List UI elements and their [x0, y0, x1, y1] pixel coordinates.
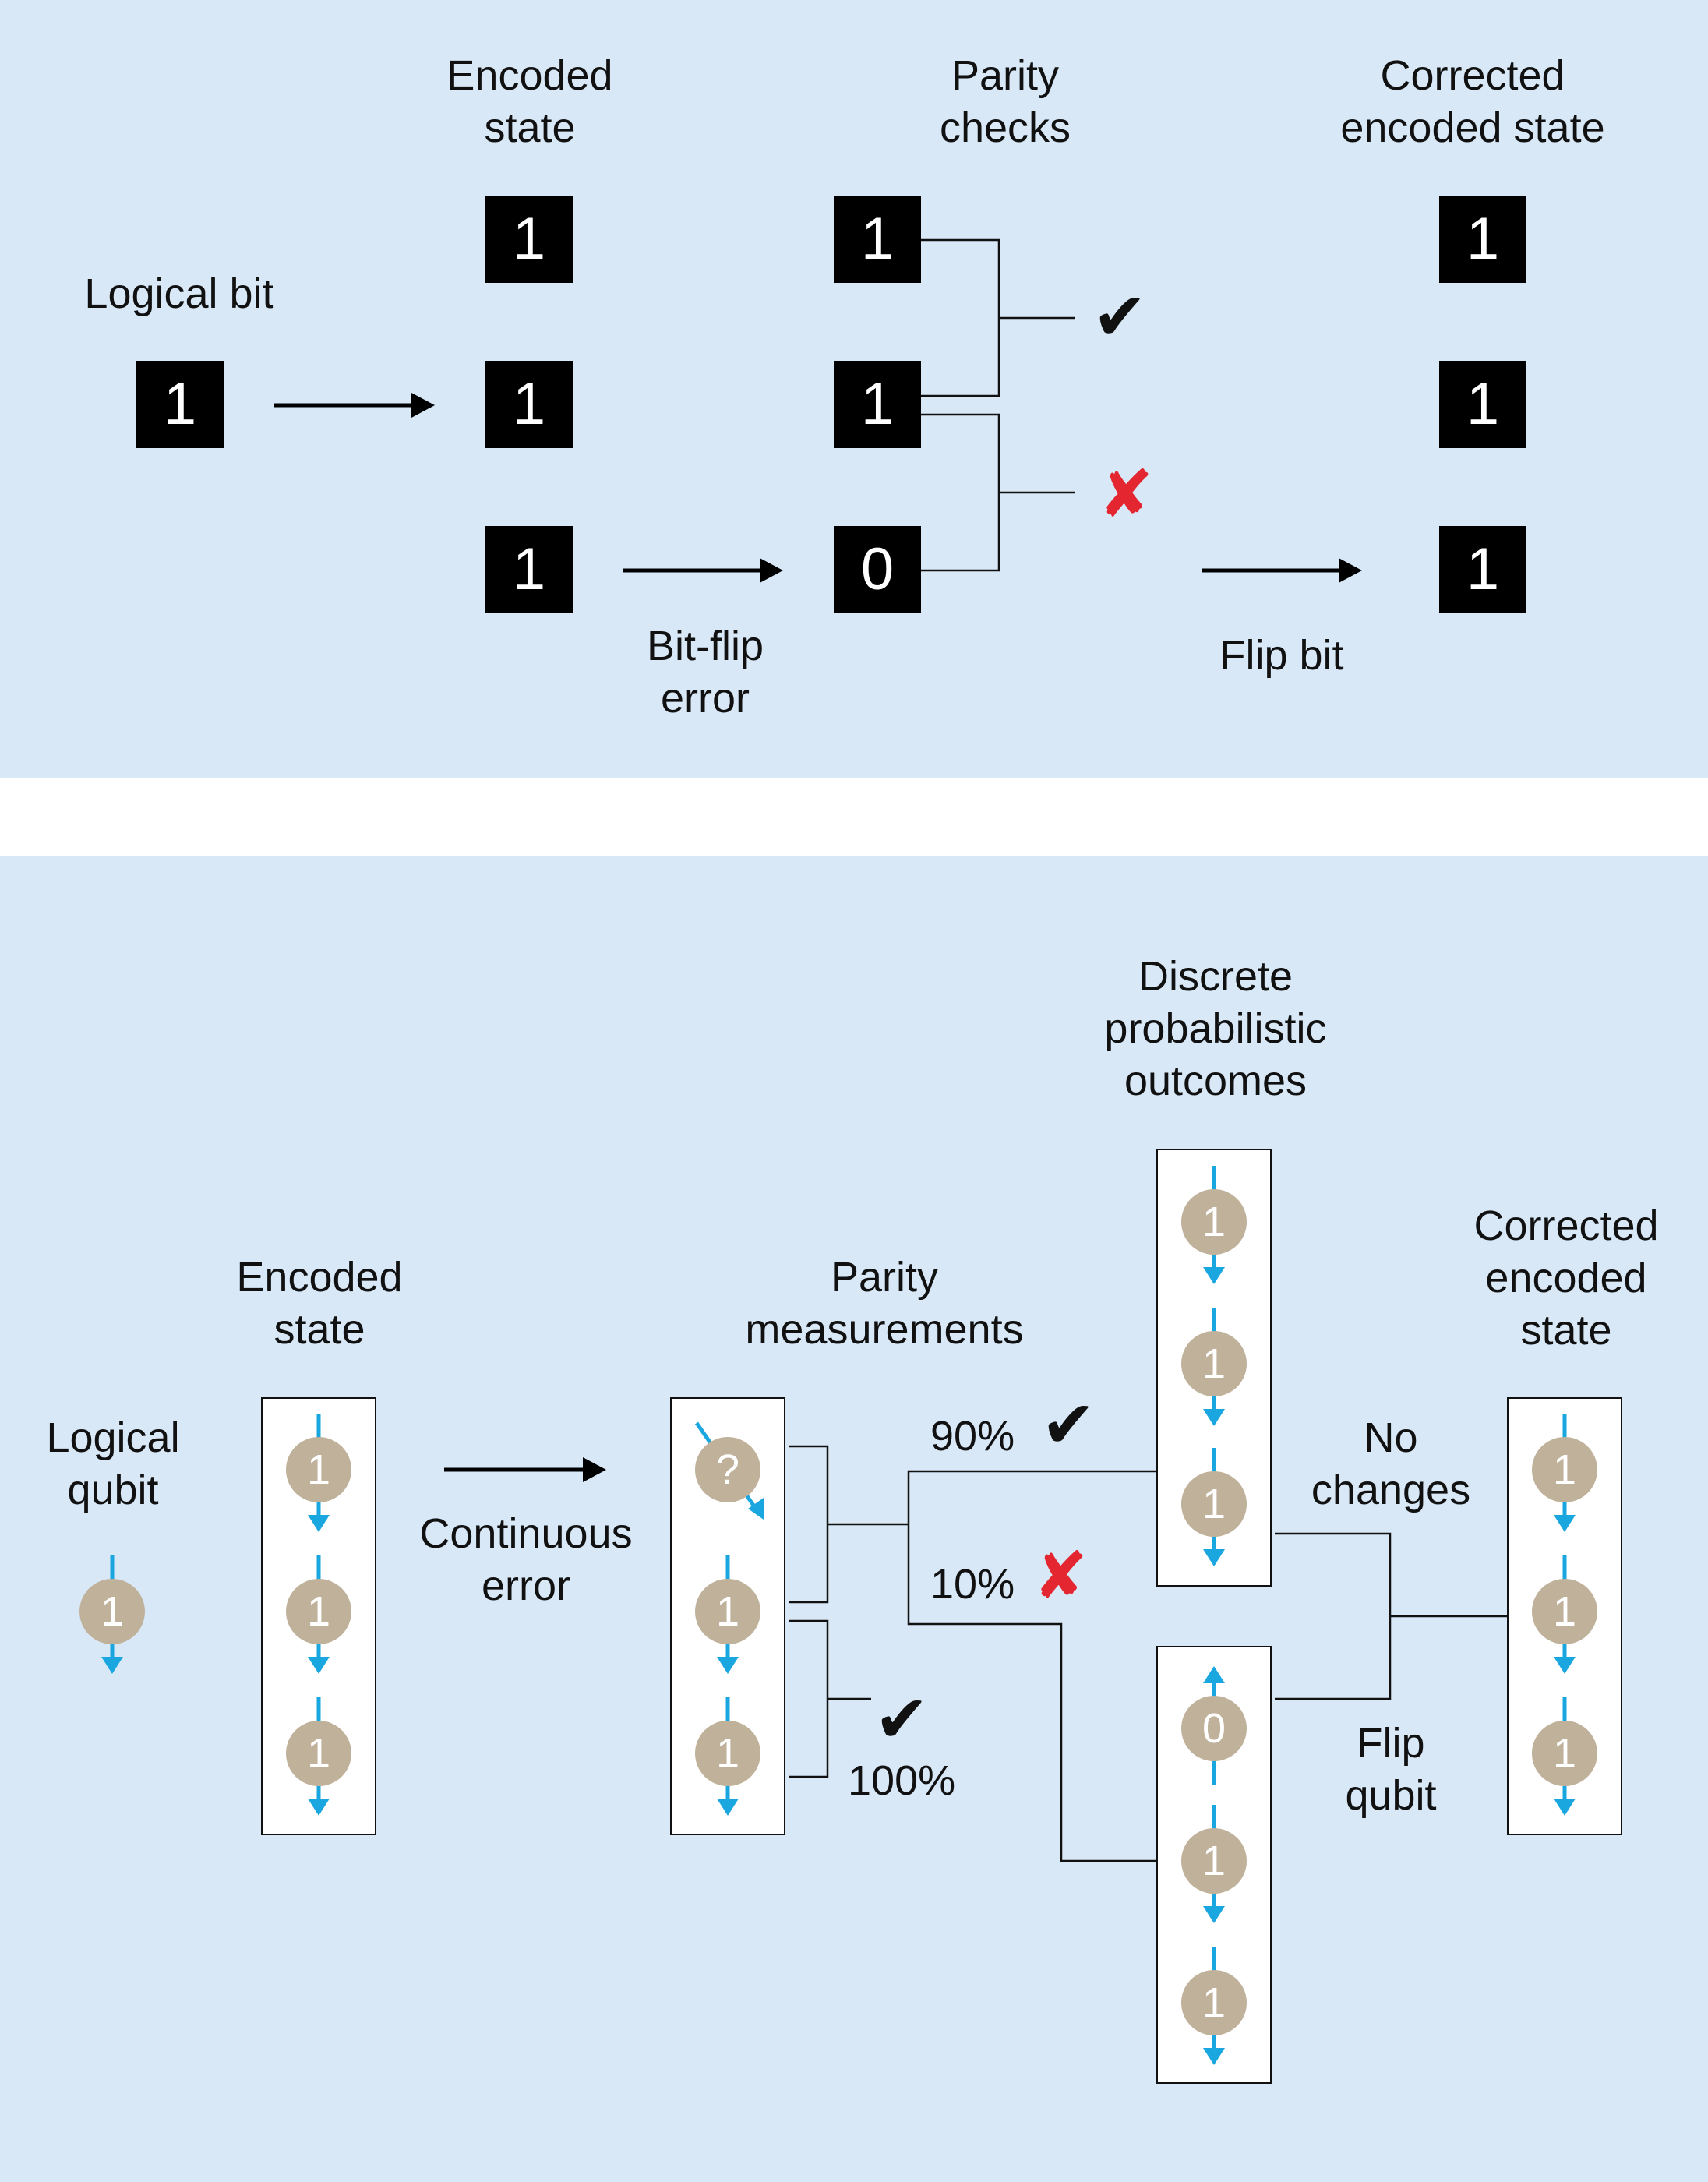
qubit: 1 — [79, 1579, 145, 1644]
encoded-bit: 1 — [485, 526, 573, 613]
qubit: 1 — [286, 1579, 351, 1644]
check-mark-icon: ✔ — [874, 1682, 930, 1756]
parity-bracket-2 — [921, 413, 1075, 572]
cross-mark-icon: ✘ — [1033, 1539, 1089, 1612]
qubit: 1 — [1181, 1189, 1247, 1255]
continuous-error-arrowhead — [583, 1457, 606, 1482]
errored-bit: 0 — [834, 526, 921, 613]
qubit: 0 — [1181, 1696, 1247, 1761]
errored-bit: 1 — [834, 361, 921, 448]
qubit: 1 — [286, 1721, 351, 1786]
corrected-bit: 1 — [1439, 526, 1526, 613]
qubit: ? — [695, 1437, 760, 1502]
encode-arrowhead — [411, 393, 435, 418]
flip-bit-label: Flip bit — [1219, 632, 1344, 679]
merge-lines — [1275, 1532, 1509, 1700]
qubit: 1 — [1532, 1437, 1597, 1502]
qubit: 1 — [1532, 1721, 1597, 1786]
outcome-branches — [907, 1470, 1156, 1862]
encoded-bit: 1 — [485, 196, 573, 283]
errored-bit: 1 — [834, 196, 921, 283]
qparity-bracket-1 — [789, 1445, 909, 1604]
logical-bit-title: Logical bit — [84, 270, 274, 317]
check-mark-icon: ✔ — [1092, 280, 1148, 353]
flip-arrowhead — [1339, 558, 1362, 583]
corrected-bit: 1 — [1439, 361, 1526, 448]
qubit: 1 — [286, 1437, 351, 1502]
qubit: 1 — [1181, 1970, 1247, 2035]
qubit: 1 — [695, 1721, 760, 1786]
probability-100: 100% — [848, 1757, 956, 1804]
parity-bracket-1 — [921, 238, 1075, 397]
corrected-bit: 1 — [1439, 196, 1526, 283]
qubit: 1 — [1532, 1579, 1597, 1644]
cross-mark-icon: ✘ — [1099, 457, 1154, 531]
probability-90: 90% — [930, 1413, 1015, 1460]
qubit: 1 — [695, 1579, 760, 1644]
error-arrowhead — [760, 558, 783, 583]
qubit: 1 — [1181, 1828, 1247, 1894]
logical-bit: 1 — [136, 361, 224, 448]
qubit: 1 — [1181, 1331, 1247, 1396]
check-mark-icon: ✔ — [1041, 1388, 1096, 1461]
qubit: 1 — [1181, 1471, 1247, 1537]
qparity-bracket-2 — [789, 1619, 871, 1778]
encoded-bit: 1 — [485, 361, 573, 448]
probability-10: 10% — [930, 1561, 1015, 1608]
